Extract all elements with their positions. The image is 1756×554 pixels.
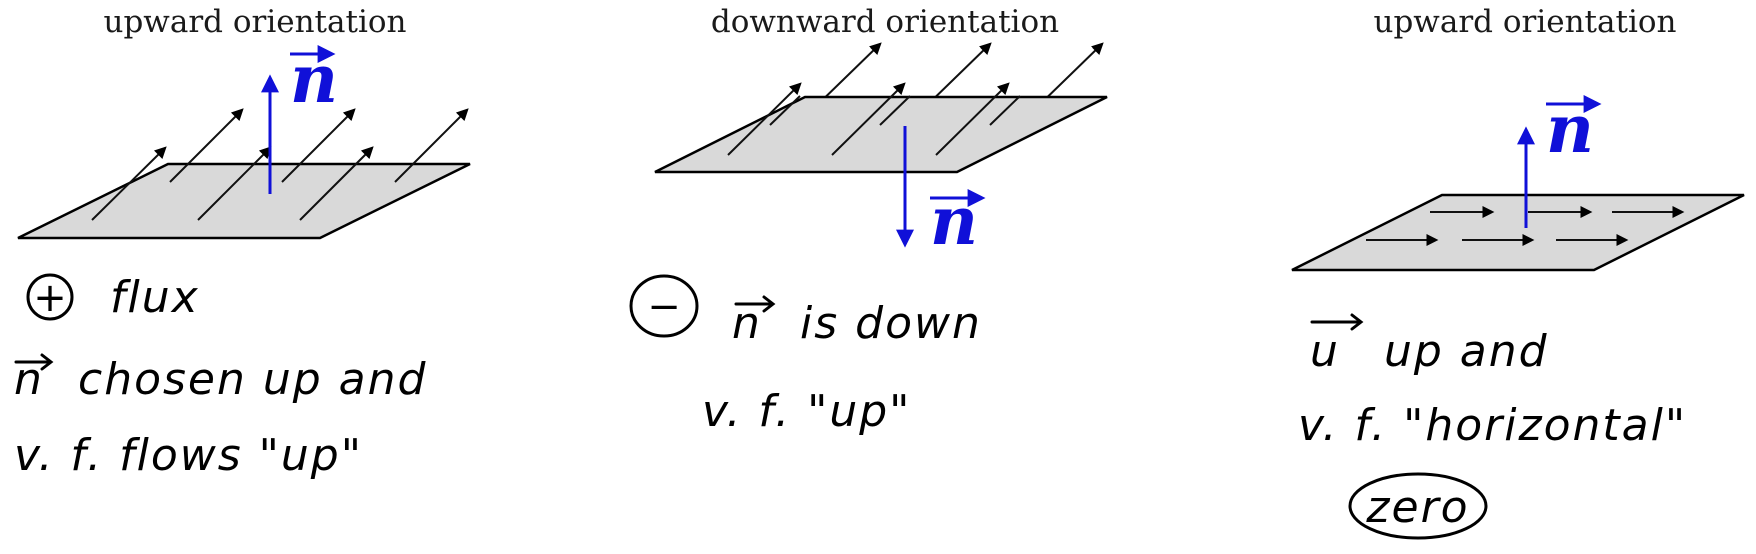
- panel-1: upward orientation n + flux n chosen up …: [14, 4, 471, 481]
- panel-1-plus-circle: [26, 273, 74, 321]
- field-arrow: [169, 108, 244, 183]
- panel-3-note-up-and: up and: [1384, 326, 1549, 377]
- panel-2-field-arrows: [727, 82, 1021, 156]
- panel-3-note-zero: zero: [1365, 482, 1469, 533]
- panel-1-note-flux: flux: [110, 272, 200, 323]
- field-arrow: [727, 82, 802, 156]
- panel-2-n-arrow: [734, 295, 776, 313]
- panel-2-minus-circle: [629, 274, 699, 338]
- panel-1-normal-label: n: [290, 40, 338, 118]
- field-arrow: [769, 95, 801, 126]
- field-arrow: [879, 95, 911, 126]
- panel-1-plus-sign: +: [33, 275, 67, 321]
- panel-3-field-arrows: [1366, 206, 1685, 246]
- panel-2-surface: [654, 95, 1108, 174]
- field-arrow: [989, 95, 1021, 126]
- panel-1-n-arrow: [14, 353, 54, 371]
- field-arrow: [91, 146, 167, 221]
- panel-1-note-chosen: chosen up and: [78, 354, 427, 405]
- field-arrow: [831, 82, 906, 156]
- panel-2-note-up: v. f. "up": [702, 386, 911, 437]
- field-arrow: [299, 146, 374, 221]
- panel-1-note-flows: v. f. flows "up": [14, 430, 363, 481]
- panel-2-minus-sign: −: [647, 284, 681, 330]
- panel-2-note-down: is down: [800, 298, 982, 349]
- panel-2: downward orientation n − n is down v. f.…: [629, 4, 1108, 437]
- field-arrow: [394, 108, 469, 183]
- field-arrow: [197, 146, 272, 221]
- panel-1-field-arrows: [91, 108, 469, 221]
- panel-3-normal-label: n: [1546, 90, 1594, 168]
- field-arrow: [281, 108, 356, 183]
- field-arrow: [935, 82, 1010, 156]
- panel-1-title: upward orientation: [104, 4, 407, 40]
- panel-3-surface: [1291, 193, 1745, 272]
- panel-3-n-glyph: u: [1310, 326, 1340, 377]
- panel-3-note-horizontal: v. f. "horizontal": [1298, 400, 1687, 451]
- panel-3-title: upward orientation: [1374, 4, 1677, 40]
- panel-3: upward orientation n u up and v. f. "hor…: [1291, 4, 1745, 540]
- panel-3-zero-circle: [1348, 472, 1488, 540]
- panel-2-n-glyph: n: [732, 298, 762, 349]
- panel-2-title: downward orientation: [711, 4, 1059, 40]
- panel-2-normal-label: n: [930, 182, 978, 260]
- panel-3-n-arrow: [1310, 313, 1364, 331]
